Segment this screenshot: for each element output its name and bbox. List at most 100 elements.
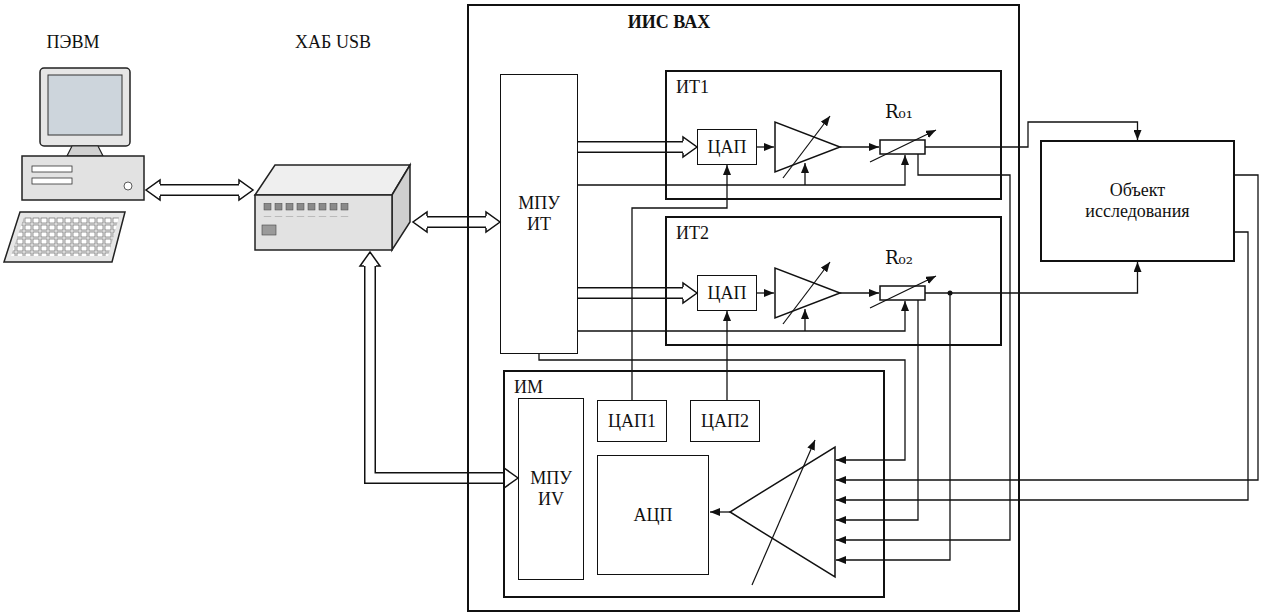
box-text: МПУ ИТ (513, 193, 565, 234)
wire-group (727, 311, 728, 400)
label-holder: R₀₂ (884, 247, 914, 268)
output-wire (925, 292, 1002, 293)
signal-wire (836, 175, 1258, 480)
box-text: ЦАП1 (608, 411, 656, 432)
box-text: ЦАП2 (701, 411, 749, 432)
control-wire (804, 309, 805, 331)
adc-box: АЦП (597, 455, 709, 575)
power-button (124, 182, 132, 190)
resistor-label: R₀₂ (884, 247, 914, 268)
amplifier-symbol (730, 447, 835, 577)
bus-outline (427, 216, 486, 228)
system-box: ИИС ВАХМПУ ИТИТ1ЦАПИТ2ЦАПИММПУ ИVЦАП1ЦАП… (467, 4, 1020, 612)
wire-group (836, 175, 1258, 480)
signal-wire (726, 311, 727, 400)
keyboard-keys (11, 217, 119, 256)
system-unit (22, 156, 144, 200)
controller-box: МПУ ИТ (500, 74, 578, 354)
wire-group (836, 175, 1010, 540)
box-text: ЦАП (708, 137, 747, 158)
bus-fill (160, 186, 239, 195)
bus-outline (160, 184, 239, 196)
wire-group (836, 346, 950, 560)
bus-fill (578, 289, 683, 298)
signal-wire (1002, 122, 1138, 147)
control-wire (804, 163, 805, 185)
sense-wire (917, 300, 918, 346)
current-source-box: ИТ1ЦАП (665, 70, 1002, 200)
signal-wire (836, 346, 950, 560)
wire-group (578, 301, 905, 331)
box-title: ИТ1 (676, 77, 736, 98)
bus-outline (578, 287, 683, 299)
sense-wire (918, 154, 1002, 175)
drive-slot (32, 178, 72, 184)
signal-wire (632, 165, 727, 400)
box-title: ХАБ USB (253, 32, 413, 53)
bus-arrow (160, 190, 239, 191)
signal-wire (757, 292, 774, 293)
drive-slot (32, 166, 72, 172)
resistor-symbol (880, 286, 925, 300)
wire-group (632, 165, 727, 400)
wire-group (836, 346, 918, 520)
computer: ПЭВМ (0, 28, 146, 268)
current-source-box: ИТ2ЦАП (665, 216, 1002, 346)
object-box: Объект исследования (1040, 140, 1235, 262)
hub-side (392, 165, 410, 250)
monitor (40, 68, 130, 146)
wire-group (1002, 262, 1138, 293)
monitor-stand (67, 146, 103, 156)
bus-fill (370, 266, 504, 478)
controller-box: МПУ ИV (518, 398, 584, 580)
signal-wire (578, 155, 905, 185)
box-text: МПУ ИV (525, 468, 577, 509)
bus-arrow (427, 222, 486, 223)
resistor-label: R₀₁ (884, 101, 914, 122)
usb-hub: ХАБ USB (253, 28, 413, 252)
measurement-box: ИМ МПУ ИV ЦАП1 ЦАП2АЦП (503, 370, 885, 598)
amplifier-symbol (775, 268, 840, 318)
dac-box: ЦАП (697, 129, 757, 165)
dac-box: ЦАП2 (690, 400, 760, 442)
variable-gain-arrow (752, 440, 815, 585)
variable-gain-arrow (783, 262, 830, 324)
wire-group (1002, 122, 1138, 147)
dac-box: ЦАП (697, 275, 757, 311)
hub-front (255, 195, 392, 250)
signal-wire (840, 292, 879, 293)
label-holder: R₀₁ (884, 101, 914, 122)
box-title: ПЭВМ (0, 32, 146, 53)
signal-wire (836, 232, 1248, 500)
box-title: ИМ (514, 377, 574, 398)
bus-arrow (578, 147, 683, 148)
bus-outline (578, 141, 683, 153)
signal-wire (840, 146, 879, 147)
variable-resistor-arrow (870, 130, 936, 162)
signal-wire (836, 346, 918, 520)
output-wire (925, 146, 1002, 147)
wire-group (836, 232, 1248, 500)
box-title: ИИС ВАХ (569, 12, 769, 33)
hub-ports (262, 203, 350, 217)
keyboard (4, 212, 125, 262)
signal-wire (578, 301, 905, 331)
dac-box: ЦАП1 (597, 400, 667, 442)
signal-wire (757, 146, 774, 147)
hub-top (255, 165, 410, 195)
variable-gain-arrow (783, 116, 830, 178)
bus-arrow (578, 293, 683, 294)
resistor-symbol (880, 140, 925, 154)
variable-resistor-arrow (870, 276, 936, 308)
bus-fill (578, 143, 683, 152)
junction-dot (948, 291, 953, 296)
box-title: ИТ2 (676, 223, 736, 244)
box-text: ЦАП (708, 283, 747, 304)
hub-led (262, 225, 276, 235)
signal-wire (836, 175, 1010, 540)
wire-group (578, 155, 905, 185)
signal-wire (710, 511, 730, 512)
signal-wire (1002, 262, 1138, 293)
screen (48, 75, 122, 135)
